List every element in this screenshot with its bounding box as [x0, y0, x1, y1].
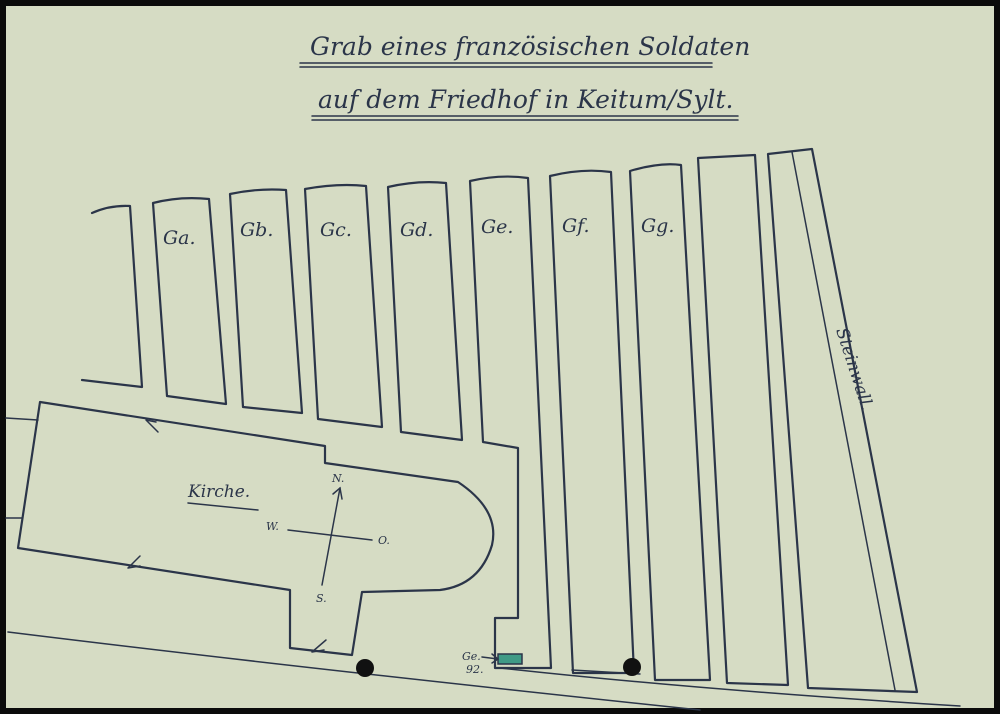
church-entrance-east: [311, 639, 327, 653]
lower-boundary-line: [7, 631, 701, 711]
plot-ga: [151, 197, 228, 406]
grave-number-label: 92.: [466, 663, 484, 676]
grave-plot-label: Ge.: [462, 650, 481, 663]
compass-west-east-line: [287, 529, 373, 541]
plot-strip-9: [696, 153, 790, 687]
compass-north: N.: [331, 472, 344, 485]
plot-label-ga: Ga.: [163, 227, 196, 249]
plot-gc: [303, 183, 384, 429]
plot-left-partial: [80, 204, 144, 389]
paper-background: [6, 6, 994, 708]
plot-gd: [386, 181, 464, 442]
grave-location: [497, 653, 523, 665]
plot-label-gb: Gb.: [240, 219, 273, 241]
plot-label-gc: Gc.: [320, 219, 352, 241]
plot-strip-10: [766, 147, 919, 694]
plot-label-ge: Ge.: [481, 216, 513, 238]
plot-label-gf: Gf.: [562, 215, 590, 237]
title-line-1: Grab eines französischen Soldaten: [310, 32, 750, 61]
church-entrance-north: [145, 419, 159, 433]
compass-arrow-icon: [332, 486, 343, 500]
lower-path-line: [499, 667, 961, 707]
compass-east: O.: [378, 534, 390, 547]
punch-hole-left: [356, 659, 374, 677]
road-label: Steinwall.: [831, 325, 877, 413]
church-label: Kirche.: [187, 482, 250, 502]
punch-hole-right: [623, 658, 641, 676]
grave-arrow-line: [481, 656, 499, 660]
plot-ge: [468, 175, 553, 670]
church-entrance-south: [127, 555, 141, 569]
plot-gb: [228, 188, 304, 415]
church-label-underline: [187, 502, 259, 511]
plot-label-gd: Gd.: [400, 219, 433, 241]
compass-south: S.: [316, 592, 327, 605]
compass-west: W.: [266, 520, 279, 533]
title-line-2: auf dem Friedhof in Keitum/Sylt.: [318, 85, 733, 114]
church-outline: [16, 400, 495, 657]
plot-label-gg: Gg.: [641, 215, 674, 237]
compass-north-south-line: [321, 487, 341, 586]
plot-gg: [628, 163, 712, 682]
road-inner-line: [791, 151, 896, 691]
grave-arrow-icon: [491, 653, 500, 664]
plot-gf: [548, 169, 636, 675]
church-west-wall-top: [5, 417, 39, 421]
